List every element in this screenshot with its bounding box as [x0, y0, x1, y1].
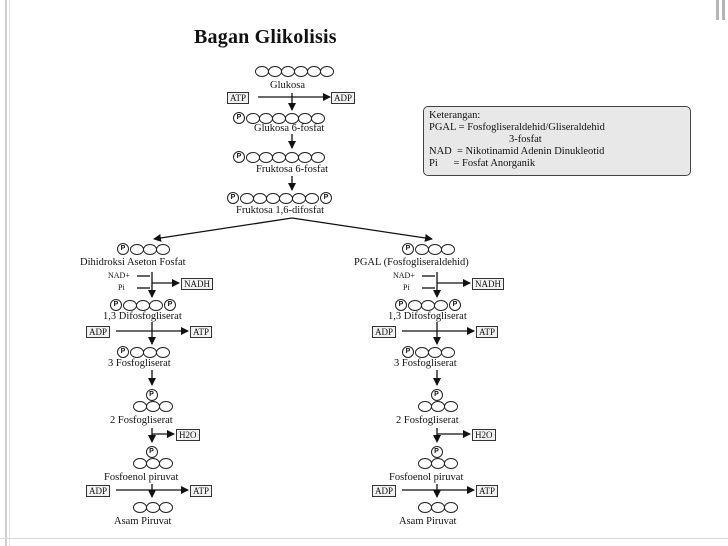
label-left-fosfoenol-piruvat: Fosfoenol piruvat	[104, 472, 179, 483]
label-left-pi: Pi	[118, 283, 125, 292]
left-asam-piruvat-molecule	[133, 502, 173, 513]
slide-frame-left	[5, 0, 7, 546]
label-fruktosa-1-6-difosfat: Fruktosa 1,6-difosfat	[236, 205, 325, 216]
label-glukosa: Glukosa	[270, 80, 305, 91]
label-right-atp-2: ATP	[476, 485, 499, 497]
label-right-h2o: H2O	[472, 429, 496, 441]
left-3-pg-molecule: P	[117, 346, 170, 358]
label-right-2-fosfogliserat: 2 Fosfogliserat	[396, 415, 459, 426]
label-fruktosa-6-fosfat: Fruktosa 6-fosfat	[256, 164, 329, 175]
legend-pgal: PGAL = Fosfogliseraldehid/Gliseraldehid	[429, 122, 605, 133]
label-right-atp: ATP	[476, 326, 499, 338]
label-adp-main: ADP	[331, 92, 356, 104]
label-left-nadh: NADH	[181, 278, 213, 290]
label-left-adp-2: ADP	[86, 485, 111, 497]
legend-pi: Pi = Fosfat Anorganik	[429, 158, 536, 169]
label-left-atp-2: ATP	[190, 485, 213, 497]
slide-frame-right-mark	[716, 0, 719, 20]
right-pep-molecule: P	[417, 446, 458, 469]
slide-frame-bottom	[0, 538, 728, 539]
legend-heading: Keterangan:	[429, 110, 481, 121]
label-left-atp: ATP	[190, 326, 213, 338]
label-right-adp: ADP	[372, 326, 397, 338]
label-left-nad: NAD+	[108, 271, 130, 280]
label-pgal-fosfogliseraldehid: PGAL (Fosfogliseraldehid)	[354, 257, 469, 268]
label-atp-main: ATP	[227, 92, 250, 104]
left-dhap-molecule: P	[117, 243, 170, 255]
legend-box: Keterangan: PGAL = Fosfogliseraldehid/Gl…	[423, 106, 691, 176]
arrow-split-right	[291, 217, 433, 242]
label-right-nad: NAD+	[393, 271, 415, 280]
label-right-adp-2: ADP	[372, 485, 397, 497]
label-right-3-fosfogliserat: 3 Fosfogliserat	[394, 358, 457, 369]
left-2-pg-molecule: P	[132, 389, 173, 412]
label-right-fosfoenol-piruvat: Fosfoenol piruvat	[389, 472, 464, 483]
legend-nad: NAD = Nikotinamid Adenin Dinukleotid	[429, 146, 605, 157]
left-pep-molecule: P	[132, 446, 173, 469]
label-right-1-3-difosfogliserat: 1,3 Difosfogliserat	[388, 311, 467, 322]
label-glukosa-6-fosfat: Glukosa 6-fosfat	[254, 123, 325, 134]
label-dihidroksi-aseton-fosfat: Dihidroksi Aseton Fosfat	[80, 257, 186, 268]
label-left-adp: ADP	[86, 326, 111, 338]
fruktosa-6-fosfat-molecule: P	[233, 151, 325, 163]
arrow-split-left	[153, 217, 293, 242]
label-left-3-fosfogliserat: 3 Fosfogliserat	[108, 358, 171, 369]
label-right-pi: Pi	[403, 283, 410, 292]
right-3-pg-molecule: P	[402, 346, 455, 358]
slide-frame-right-mark-2	[722, 0, 725, 20]
slide-frame-left-inner	[9, 0, 10, 546]
label-right-nadh: NADH	[472, 278, 504, 290]
label-left-h2o: H2O	[176, 429, 200, 441]
legend-pgal-continued: 3-fosfat	[509, 134, 542, 145]
right-pgal-molecule: P	[402, 243, 455, 255]
label-left-asam-piruvat: Asam Piruvat	[114, 516, 172, 527]
label-left-2-fosfogliserat: 2 Fosfogliserat	[110, 415, 173, 426]
glukosa-molecule	[255, 66, 334, 77]
label-left-1-3-difosfogliserat: 1,3 Difosfogliserat	[103, 311, 182, 322]
right-asam-piruvat-molecule	[418, 502, 458, 513]
glukosa-6-fosfat-molecule: P	[233, 112, 325, 124]
label-right-asam-piruvat: Asam Piruvat	[399, 516, 457, 527]
right-2-pg-molecule: P	[417, 389, 458, 412]
diagram-title: Bagan Glikolisis	[194, 26, 337, 48]
